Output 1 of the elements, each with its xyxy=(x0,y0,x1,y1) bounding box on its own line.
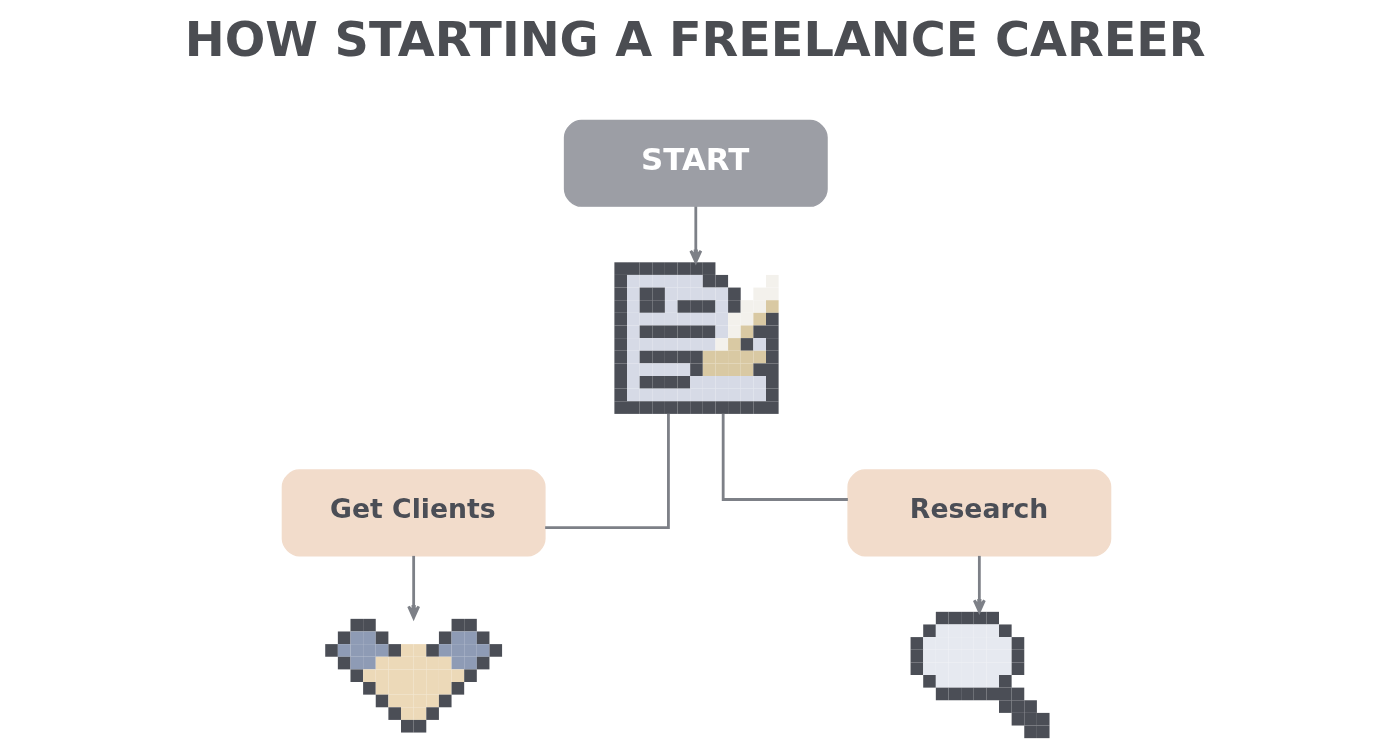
diagram-title: HOW STARTING A FREELANCE CAREER xyxy=(184,12,1206,68)
